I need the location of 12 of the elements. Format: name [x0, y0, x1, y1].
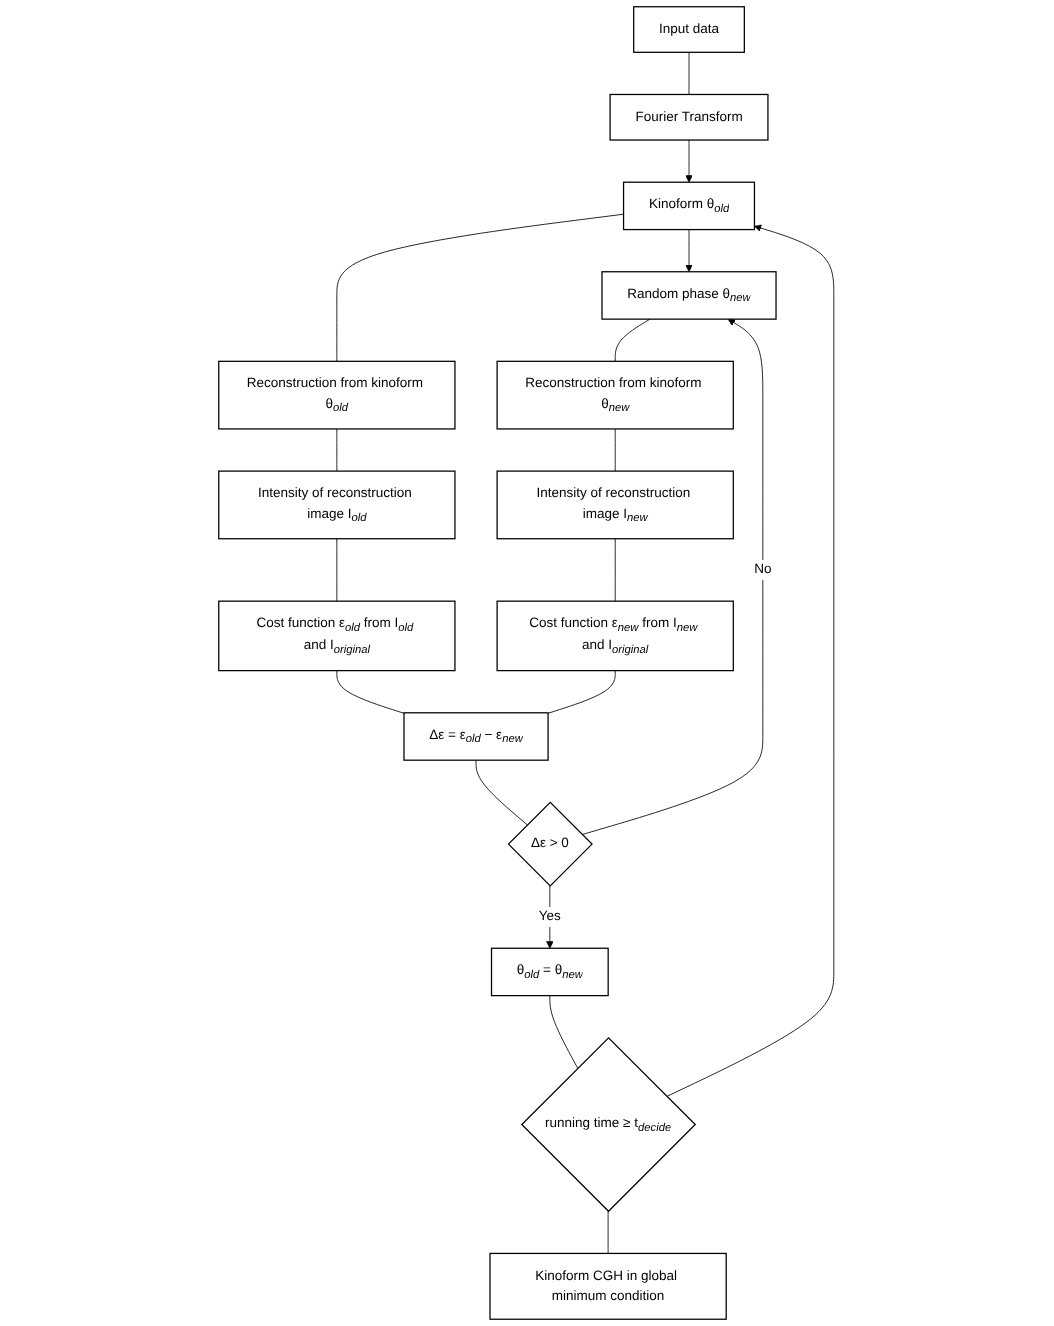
connector — [550, 995, 579, 1069]
connector — [615, 428, 617, 472]
connector — [615, 538, 617, 602]
connector — [476, 759, 529, 826]
connector — [548, 670, 617, 714]
connector — [608, 1210, 610, 1254]
connector — [337, 670, 406, 714]
connector — [337, 428, 338, 472]
connector — [337, 538, 338, 602]
connector — [615, 318, 652, 362]
connector — [337, 213, 625, 362]
connector — [689, 51, 691, 95]
